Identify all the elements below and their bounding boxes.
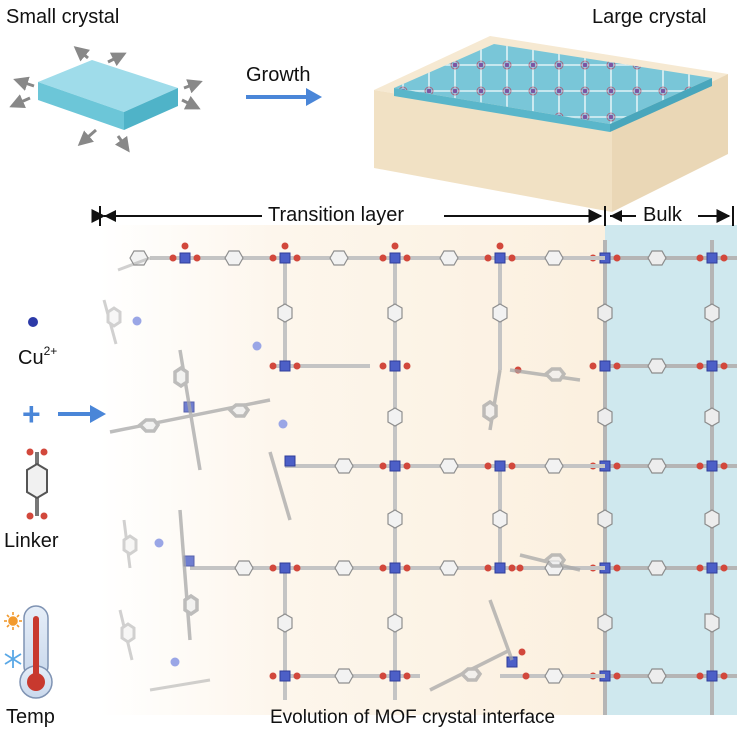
large-crystal-label: Large crystal	[592, 6, 707, 28]
linkers-mid	[109, 349, 581, 692]
plus-sign: +	[22, 396, 41, 432]
free-linkers	[102, 256, 211, 692]
growth-label: Growth	[246, 64, 311, 86]
thermometer-icon	[19, 605, 53, 699]
copper-ion-legend	[28, 317, 38, 327]
linker-label: Linker	[4, 530, 59, 552]
snowflake-icon	[4, 650, 22, 668]
large-crystal	[374, 36, 728, 212]
sun-icon	[4, 612, 22, 630]
temp-label: Temp	[6, 706, 55, 728]
small-crystal-label: Small crystal	[6, 6, 120, 28]
copper-charge: 2+	[43, 344, 58, 358]
dimension-arrowheads	[104, 210, 622, 222]
transition-region	[100, 225, 605, 715]
small-crystal	[38, 60, 178, 130]
copper-ion-label: Cu2+	[18, 344, 57, 370]
dimension-lines	[91, 206, 734, 226]
bulk-label: Bulk	[643, 204, 682, 226]
outward-arrow-icon	[9, 46, 203, 153]
add-arrow-icon	[58, 405, 106, 423]
interface-caption: Evolution of MOF crystal interface	[270, 707, 556, 728]
growth-arrow-icon	[246, 88, 322, 106]
transition-lattice	[129, 242, 605, 700]
bulk-lattice	[589, 240, 737, 715]
copper-symbol: Cu	[18, 347, 44, 369]
linker-icon	[26, 448, 48, 520]
copper-ions	[132, 316, 288, 667]
transition-layer-label: Transition layer	[268, 204, 404, 226]
